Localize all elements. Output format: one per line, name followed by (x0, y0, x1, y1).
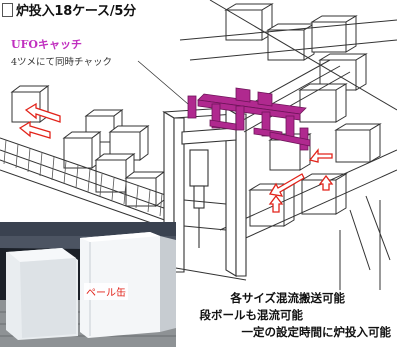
motion-arrows (18, 102, 334, 213)
title-block: 炉投入18ケース/5分 (2, 0, 136, 19)
title-marker (2, 2, 13, 17)
caption-mixed-sizes: 各サイズ混流搬送可能 (230, 290, 345, 306)
ufo-gripper (187, 87, 311, 151)
gripper-name: UFOキャッチ (11, 38, 82, 51)
gripper-description: 4ツメにて同時チャック (11, 57, 112, 68)
caption-cardboard: 段ボールも混流可能 (199, 307, 303, 323)
diagram-title: 炉投入18ケース/5分 (16, 4, 137, 19)
caption-timed-feed: 一定の設定時間に炉投入可能 (241, 324, 391, 340)
pail-can-label: ペール缶 (84, 283, 128, 300)
